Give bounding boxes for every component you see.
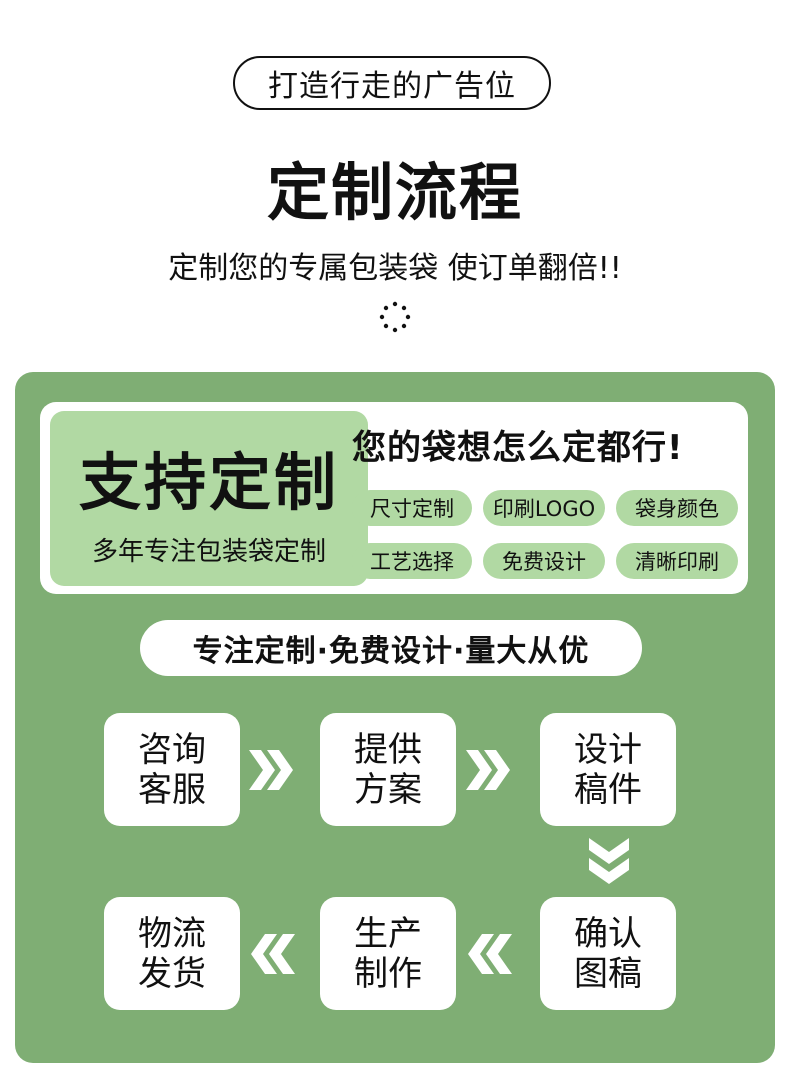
- double-chevron-right-icon: [466, 750, 510, 790]
- step-design: 设计稿件: [540, 713, 676, 826]
- card-left-block: [50, 411, 368, 586]
- step-proposal: 提供方案: [320, 713, 456, 826]
- support-custom-heading: 支持定制: [78, 446, 339, 519]
- step-shipping: 物流发货: [104, 897, 240, 1010]
- step-consult: 咨询客服: [104, 713, 240, 826]
- dots-circle-icon: [379, 301, 411, 333]
- card-subtext: 多年专注包装袋定制: [91, 537, 326, 567]
- slogan-pill: 专注定制·免费设计·量大从优: [140, 620, 642, 676]
- tag-size: 尺寸定制: [352, 490, 472, 526]
- step-production: 生产制作: [320, 897, 456, 1010]
- tag-color: 袋身颜色: [616, 490, 738, 526]
- tag-design: 免费设计: [483, 543, 605, 579]
- double-chevron-left-icon: [251, 934, 295, 974]
- double-chevron-left-icon: [468, 934, 512, 974]
- tag-logo: 印刷LOGO: [483, 490, 605, 526]
- tag-print: 清晰印刷: [616, 543, 738, 579]
- double-chevron-right-icon: [249, 750, 293, 790]
- card-heading: 您的袋想怎么定都行!: [352, 428, 684, 468]
- double-chevron-down-icon: [589, 838, 629, 884]
- page-subtitle: 定制您的专属包装袋 使订单翻倍!!: [168, 251, 622, 286]
- tagline-pill: 打造行走的广告位: [233, 56, 551, 110]
- step-confirm: 确认图稿: [540, 897, 676, 1010]
- page-title: 定制流程: [266, 156, 523, 229]
- tag-craft: 工艺选择: [352, 543, 472, 579]
